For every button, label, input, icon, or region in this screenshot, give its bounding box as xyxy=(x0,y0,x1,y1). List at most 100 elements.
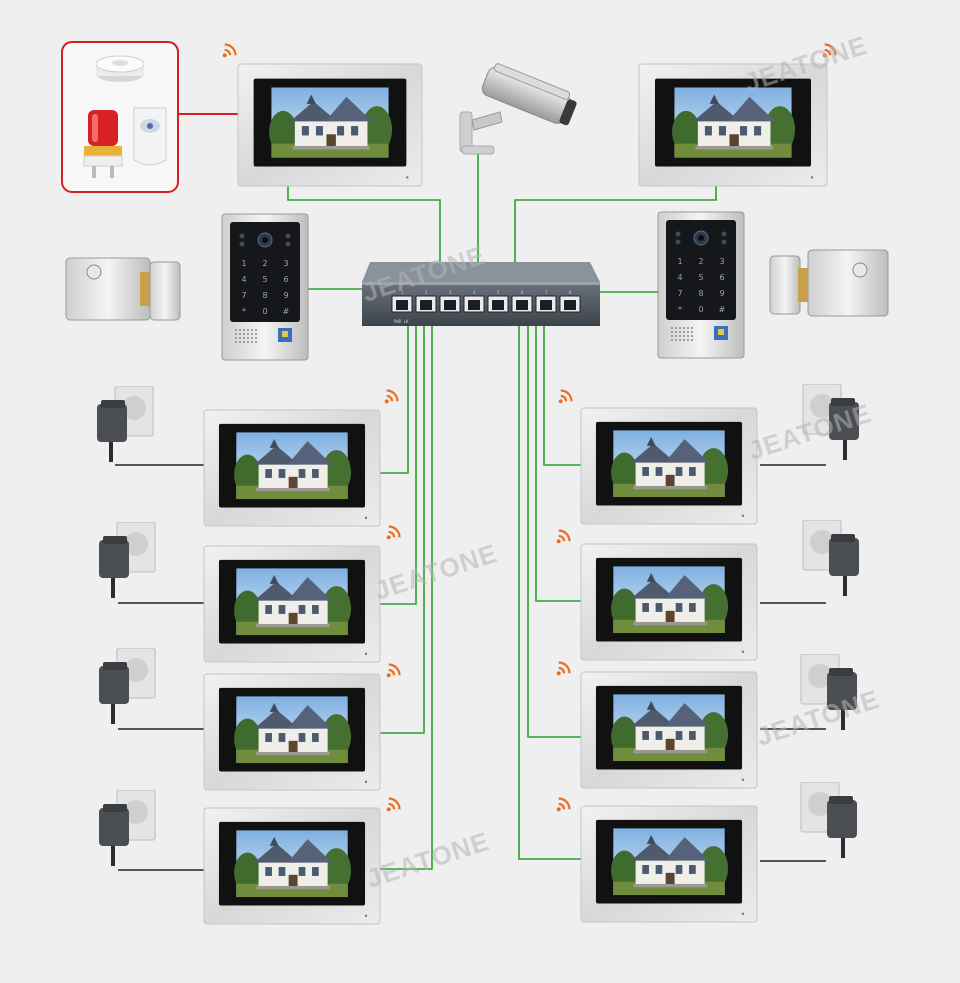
keypad-key: 3 xyxy=(719,257,724,266)
alarm-siren-icon xyxy=(83,110,123,178)
keypad-key: 5 xyxy=(698,273,703,282)
keypad-key: # xyxy=(283,307,290,316)
switch-port-label: 3 xyxy=(449,290,452,295)
cable-monitor-right-3 xyxy=(527,326,581,738)
wifi-icon xyxy=(556,797,571,812)
switch-port-labels: 1 2 3 4 5 6 7 8 xyxy=(401,290,572,295)
power-adapter-icon xyxy=(98,648,156,725)
electric-lock-icon xyxy=(65,257,181,321)
keypad-key: 7 xyxy=(241,291,246,300)
keypad-key: 9 xyxy=(719,289,724,298)
wifi-icon xyxy=(386,525,401,540)
keypad-key: 0 xyxy=(262,307,267,316)
cable-monitor-right-1 xyxy=(543,326,581,466)
indoor-monitor-right-2 xyxy=(580,543,758,661)
keypad-key: 8 xyxy=(698,289,703,298)
cable-monitor-left-4 xyxy=(380,326,433,870)
switch-bottom-label: PWR LK xyxy=(394,319,409,324)
watermark: JEATONE xyxy=(371,538,501,606)
wifi-icon xyxy=(556,529,571,544)
keypad-key: 1 xyxy=(241,259,246,268)
keypad: 1 2 3 4 5 6 7 8 9 * 0 # xyxy=(677,257,725,314)
keypad-key: * xyxy=(242,307,246,316)
indoor-monitor-left-1 xyxy=(203,409,381,527)
wifi-icon xyxy=(384,389,399,404)
power-adapter-icon xyxy=(96,386,154,463)
keypad-key: 4 xyxy=(677,273,682,282)
cable-monitor-top-left xyxy=(287,186,441,262)
electric-lock-right xyxy=(769,249,889,317)
power-adapter-icon xyxy=(802,520,860,597)
network-cables xyxy=(287,150,717,870)
smoke-detector-icon xyxy=(95,55,145,82)
indoor-monitors xyxy=(203,63,828,925)
cable-monitor-right-2 xyxy=(535,326,581,602)
network-switch-icon: 1 2 3 4 5 6 7 8 PWR LK xyxy=(362,262,600,326)
switch-port xyxy=(559,295,581,313)
keypad-key: 2 xyxy=(698,257,703,266)
switch-port-label: 7 xyxy=(545,290,548,295)
keypad-key: 6 xyxy=(283,275,288,284)
alarm-sensor-group xyxy=(61,41,179,193)
door-station-left: 1 2 3 4 5 6 7 8 9 * 0 # xyxy=(221,213,309,361)
power-adapter-icon xyxy=(98,522,156,599)
switch-ports xyxy=(391,295,581,313)
cable-monitor-left-2 xyxy=(380,326,417,605)
keypad-key: 6 xyxy=(719,273,724,282)
indoor-monitor-right-3 xyxy=(580,671,758,789)
switch-port-label: 1 xyxy=(401,290,404,295)
switch-port-label: 6 xyxy=(521,290,524,295)
indoor-monitor-top-left xyxy=(237,63,423,187)
cable-monitor-right-4 xyxy=(518,326,581,860)
keypad-key: 3 xyxy=(283,259,288,268)
switch-port xyxy=(439,295,461,313)
electric-lock-icon xyxy=(769,249,889,317)
watermark: JEATONE xyxy=(363,826,493,894)
cable-monitor-top-right xyxy=(514,186,717,262)
indoor-monitor-left-4 xyxy=(203,807,381,925)
speaker-grille xyxy=(235,329,257,343)
keypad-key: # xyxy=(719,305,726,314)
switch-port-label: 2 xyxy=(425,290,428,295)
indoor-monitor-left-2 xyxy=(203,545,381,663)
keypad-key: 9 xyxy=(283,291,288,300)
wifi-icon xyxy=(386,797,401,812)
keypad-key: 2 xyxy=(262,259,267,268)
wifi-icon xyxy=(558,389,573,404)
indoor-monitor-right-1 xyxy=(580,407,758,525)
indoor-monitor-right-4 xyxy=(580,805,758,923)
door-station-right: 1 2 3 4 5 6 7 8 9 * 0 # xyxy=(657,211,745,359)
keypad-key: * xyxy=(678,305,682,314)
switch-port-label: 8 xyxy=(569,290,572,295)
speaker-grille xyxy=(671,327,693,341)
keypad-key: 1 xyxy=(677,257,682,266)
power-adapter-icon xyxy=(98,790,156,867)
keypad-key: 8 xyxy=(262,291,267,300)
cctv-camera-icon xyxy=(459,63,577,155)
switch-port xyxy=(535,295,557,313)
switch-port xyxy=(415,295,437,313)
power-adapter-icon xyxy=(800,782,858,859)
indoor-monitor-top-right xyxy=(638,63,828,187)
wifi-icon xyxy=(222,43,237,58)
switch-port xyxy=(511,295,533,313)
switch-port xyxy=(391,295,413,313)
wifi-icon xyxy=(556,661,571,676)
adapter-cables xyxy=(115,464,826,871)
pir-sensor-icon xyxy=(133,107,167,166)
keypad-key: 0 xyxy=(698,305,703,314)
switch-port-label: 5 xyxy=(497,290,500,295)
keypad-key: 7 xyxy=(677,289,682,298)
electric-lock-left xyxy=(65,257,181,321)
cable-monitor-left-1 xyxy=(380,326,409,474)
switch-port xyxy=(487,295,509,313)
keypad-key: 5 xyxy=(262,275,267,284)
keypad-key: 4 xyxy=(241,275,246,284)
wifi-icon xyxy=(386,663,401,678)
switch-port-label: 4 xyxy=(473,290,476,295)
switch-port xyxy=(463,295,485,313)
cable-monitor-left-3 xyxy=(380,326,425,734)
indoor-monitor-left-3 xyxy=(203,673,381,791)
keypad: 1 2 3 4 5 6 7 8 9 * 0 # xyxy=(241,259,289,316)
